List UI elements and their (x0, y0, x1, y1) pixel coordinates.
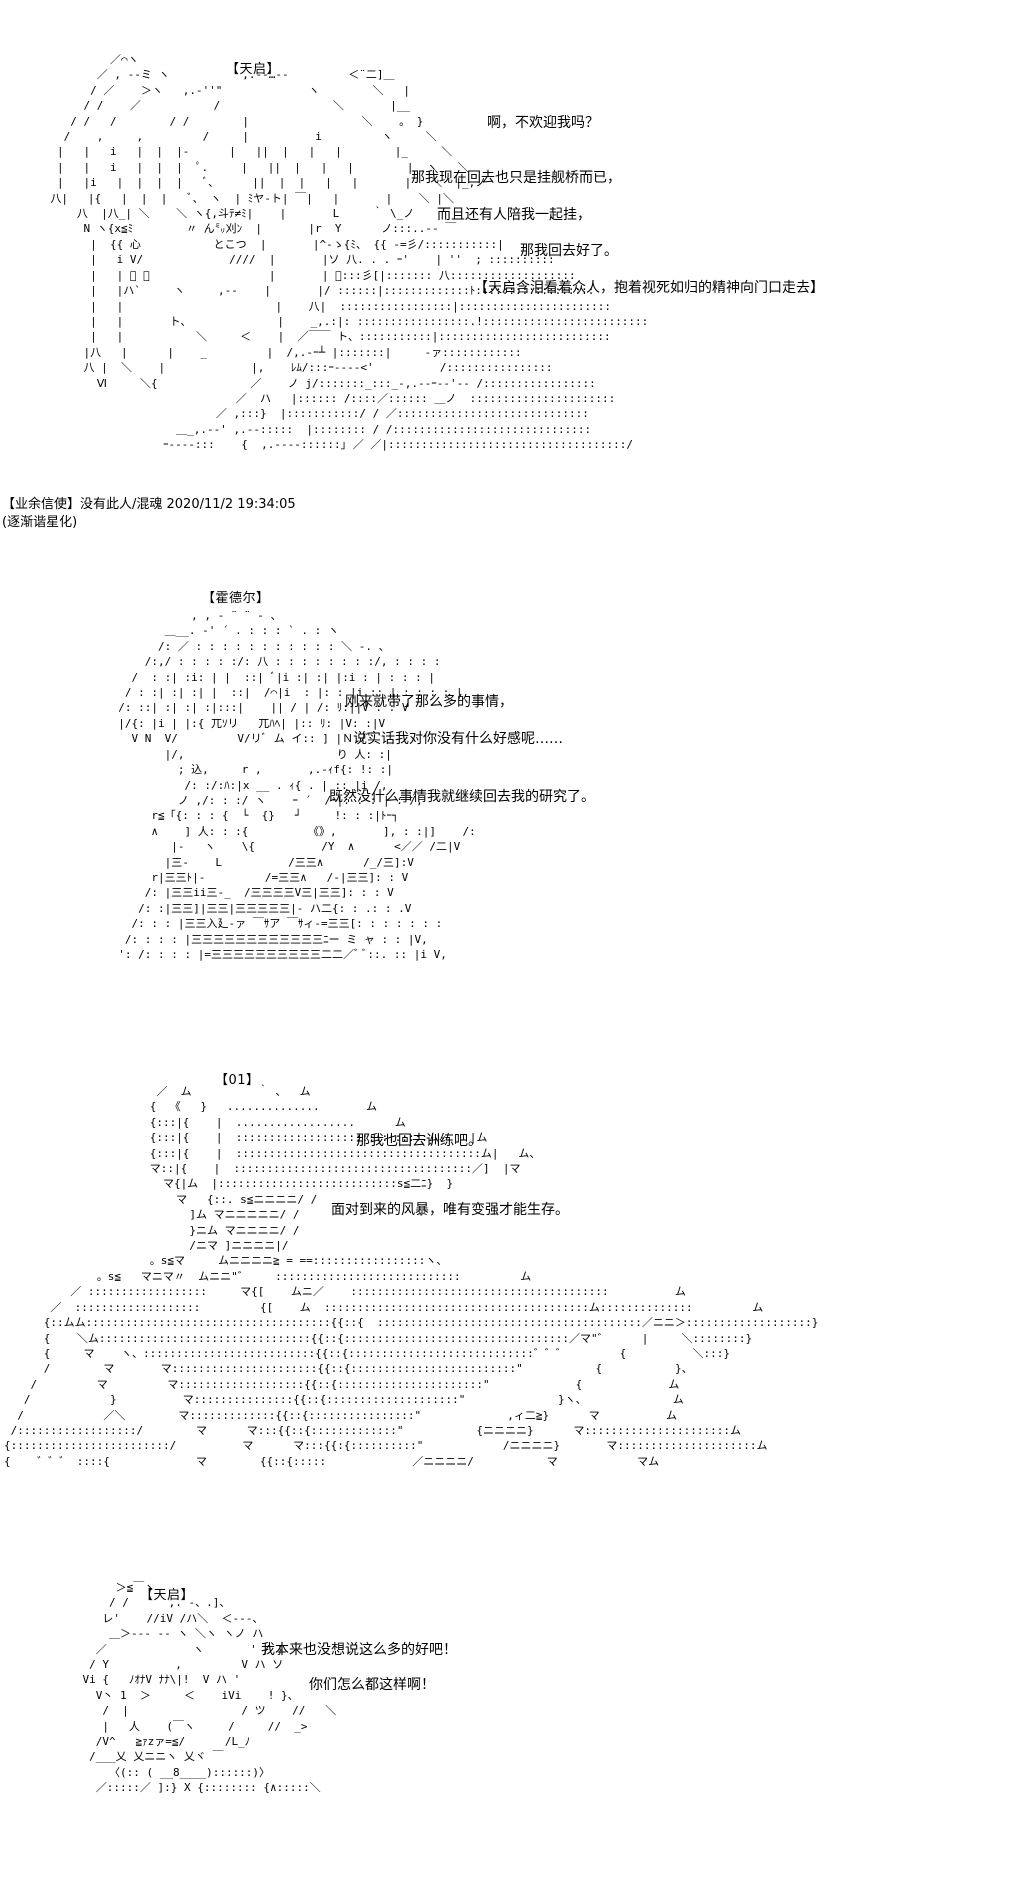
ascii-art-character: ／ ム ｀ 、 ム { 《 } .............. ム {:::|{ … (4, 1085, 819, 1468)
dialog-line-1: 我本来也没想说这么多的好吧！ (261, 1642, 457, 1658)
dialog-line-2: 你们怎么都这样啊！ (309, 1677, 435, 1693)
post-note: (逐渐谐星化) (2, 515, 78, 530)
dialog-line-4: 那我回去好了。 (520, 243, 618, 259)
ascii-art-character: ／⌒ヽ ／ , --ミ ヽ ,.-‐…‐- ＜¨二]＿ / ／ ＞ヽ ,.-''… (50, 53, 649, 452)
stage-direction: 【天启含泪看着众人，抱着视死如归的精神向门口走去】 (474, 280, 824, 296)
speaker-name: 【天启】 (140, 1588, 195, 1603)
dialog-line-2: 说实话我对你没有什么好感呢…… (353, 731, 563, 747)
dialog-line-3: 而且还有人陪我一起挂， (437, 207, 591, 223)
speaker-name: 【01】 (215, 1073, 260, 1088)
dialog-line-2: 那我现在回去也只是挂舰桥而已， (411, 170, 621, 186)
dialog-line-3: 既然没什么事情我就继续回去我的研究了。 (329, 789, 595, 805)
dialog-line-1: 啊，不欢迎我吗？ (487, 115, 599, 131)
panel-4: 【天启】 ＞≦￣ヽ / / ,. -、.]、 レ' //iV /ハ＼ ＜‐‐-、… (0, 1560, 1024, 1888)
speaker-name: 【天启】 (226, 62, 281, 77)
speaker-name: 【霍德尔】 (202, 591, 270, 606)
dialog-line-2: 面对到来的风暴，唯有变强才能生存。 (331, 1202, 569, 1218)
dialog-line-1: 刚来就带了那么多的事情， (345, 694, 513, 710)
post-info: 【业余信使】没有此人/混魂 2020/11/2 19:34:05 (2, 497, 296, 512)
ascii-art-character-body: |/{: |i | |:{ 兀ｿリ 兀ﾊﾍ| |:: ﾘ: |V: :|V V … (118, 717, 476, 962)
panel-2: 【霍德尔】 , , ‐ ¨ ¨ ‐ 、 ＿__. -' ´ . : : : ` … (0, 560, 1024, 1020)
ascii-art-character: ＞≦￣ヽ / / ,. -、.]、 レ' //iV /ハ＼ ＜‐‐-、 ＿＞‐‐… (82, 1581, 337, 1795)
dialog-line-1: 那我也回去训练吧。 (356, 1133, 482, 1149)
panel-3: 【01】 ／ ム ｀ 、 ム { 《 } .............. ム {:… (0, 1060, 1024, 1530)
panel-1: 【天启】 ／⌒ヽ ／ , --ミ ヽ ,.-‐…‐- ＜¨二]＿ / ／ ＞ヽ … (0, 0, 1024, 540)
ascii-art-character: , , ‐ ¨ ¨ ‐ 、 ＿__. -' ´ . : : : ` . : ヽ … (118, 609, 463, 715)
